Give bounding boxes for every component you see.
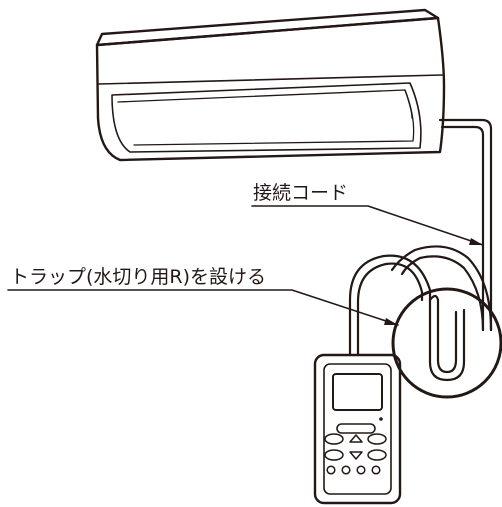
wired-remote-controller-icon bbox=[313, 353, 402, 505]
remote-cable-loop bbox=[348, 254, 440, 357]
trap-highlight-circle bbox=[391, 287, 502, 399]
trap-bend-inner bbox=[436, 298, 458, 374]
connection-cord-label: 接続コード bbox=[253, 182, 348, 204]
trap-bend-outer bbox=[428, 298, 466, 382]
leader-connection-cord bbox=[251, 205, 484, 246]
air-conditioner-indoor-unit-icon bbox=[95, 8, 446, 162]
leader-trap bbox=[7, 289, 399, 326]
trap-label: トラップ(水切り用R)を設ける bbox=[10, 266, 266, 288]
